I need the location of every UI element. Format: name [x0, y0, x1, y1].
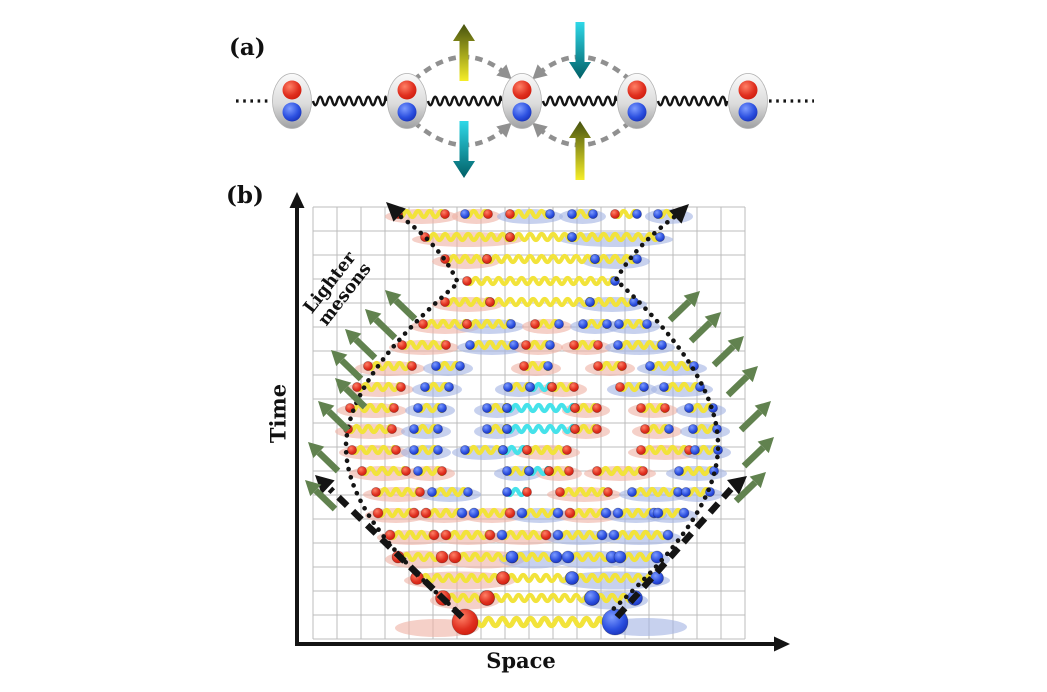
meson [617, 73, 657, 129]
lighter-meson-arrows [305, 290, 774, 512]
meson-row [432, 296, 647, 312]
meson-row [355, 360, 707, 376]
meson-row [377, 529, 681, 545]
meson-rows [335, 208, 731, 610]
axes [289, 192, 790, 652]
meson-row [385, 208, 693, 224]
meson-row [335, 423, 730, 439]
panel-a-label: (a) [229, 34, 266, 61]
meson-row [410, 318, 660, 334]
space-axis-label: Space [486, 648, 556, 673]
meson-row [404, 571, 670, 590]
meson-row [389, 339, 675, 355]
meson-row [349, 465, 727, 481]
meson-row [412, 231, 673, 247]
meson [272, 73, 312, 129]
meson-row [432, 253, 650, 269]
quark-trajectories [315, 475, 747, 620]
meson-row [385, 550, 670, 569]
meson-row [337, 402, 726, 418]
meson-row [339, 444, 731, 460]
meson-row [344, 381, 713, 397]
meson [728, 73, 768, 129]
vase-outline [343, 202, 721, 615]
grid [312, 206, 746, 640]
meson-row [365, 507, 697, 523]
panel-b-label: (b) [226, 182, 264, 209]
time-axis-label: Time [265, 383, 291, 444]
meson-row [462, 275, 620, 287]
meson-row [363, 486, 723, 502]
meson [387, 73, 427, 129]
meson [502, 73, 542, 129]
initial-quarks [395, 608, 687, 637]
panel-a [236, 22, 814, 180]
